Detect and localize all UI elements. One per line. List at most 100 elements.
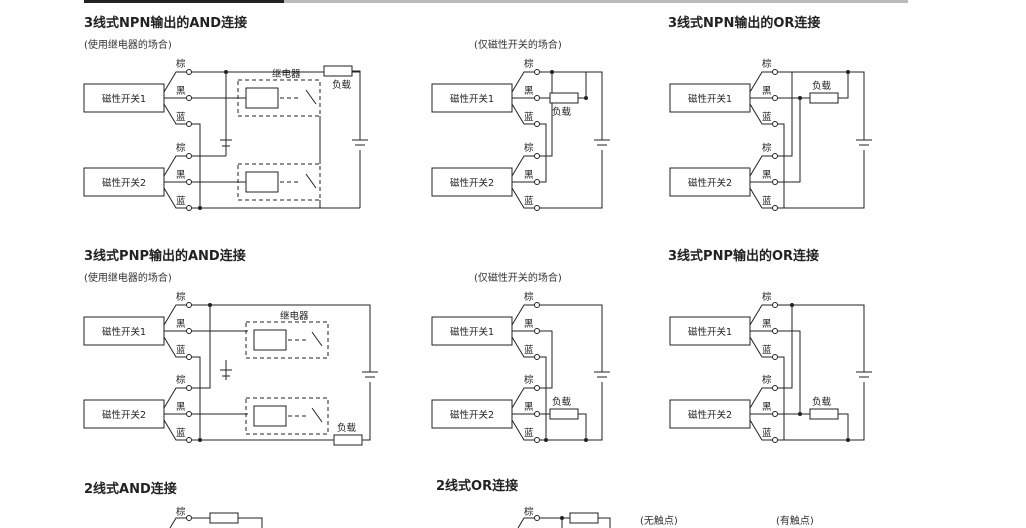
- title-pnp-or: 3线式PNP输出的OR连接: [668, 248, 819, 264]
- subtitle-pnp-only: (仅磁性开关的场合): [474, 271, 562, 284]
- switch1-label: 磁性开关1: [688, 326, 732, 338]
- switch1-label: 磁性开关1: [450, 93, 494, 105]
- load-resistor: [569, 512, 599, 524]
- load-resistor: [549, 92, 579, 104]
- switch1-label: 磁性开关1: [688, 93, 732, 105]
- wire-blue: 蓝: [524, 111, 534, 123]
- load-label: 负载: [332, 79, 352, 91]
- wire-brown: 棕: [762, 291, 772, 303]
- switch2-label: 磁性开关2: [450, 409, 494, 421]
- load-resistor: [549, 408, 579, 420]
- wire-blue: 蓝: [176, 344, 186, 356]
- wire-black: 黑: [176, 86, 186, 97]
- relay2: [245, 397, 329, 435]
- wire-black: 黑: [762, 319, 772, 330]
- switch1-box: [669, 316, 751, 346]
- wire-brown: 棕: [176, 58, 186, 70]
- switch2-box: [83, 167, 165, 197]
- diagram-two-wire-and-partial: 棕: [169, 506, 263, 528]
- wire-blue: 蓝: [176, 111, 186, 123]
- diagram-npn-and-switch: 磁性开关1 磁性开关2 棕 黑 蓝 棕 黑 蓝 负载: [431, 58, 610, 211]
- diagram-pnp-and-switch: 磁性开关1 磁性开关2 棕 黑 蓝 棕 黑 蓝 负载: [431, 291, 610, 443]
- diagram-two-wire-or-partial: 棕: [517, 506, 611, 528]
- title-pnp-and: 3线式PNP输出的AND连接: [84, 248, 246, 264]
- switch2-label: 磁性开关2: [102, 409, 146, 421]
- wire-brown: 棕: [762, 142, 772, 154]
- load-label: 负载: [812, 396, 832, 408]
- wire-blue: 蓝: [762, 111, 772, 123]
- switch2-label: 磁性开关2: [450, 177, 494, 189]
- wire-brown: 棕: [524, 58, 534, 70]
- wire-blue: 蓝: [762, 427, 772, 439]
- subtitle-pnp-and: (使用继电器的场合): [84, 271, 172, 284]
- switch2-box: [83, 399, 165, 429]
- wire-black: 黑: [176, 170, 186, 181]
- wire-black: 黑: [524, 402, 534, 413]
- wire-black: 黑: [762, 86, 772, 97]
- wire-black: 黑: [524, 86, 534, 97]
- top-bar: [84, 0, 908, 3]
- switch2-label: 磁性开关2: [102, 177, 146, 189]
- diagram-npn-or: 磁性开关1 磁性开关2 棕 黑 蓝 棕 黑 蓝 负载: [669, 58, 872, 211]
- wire-brown: 棕: [524, 374, 534, 386]
- relay1: [237, 79, 321, 117]
- switch1-label: 磁性开关1: [102, 326, 146, 338]
- wire-black: 黑: [524, 170, 534, 181]
- diagram-pnp-or: 磁性开关1 磁性开关2 棕 黑 蓝 棕 黑 蓝 负载: [669, 291, 872, 443]
- wire-brown: 棕: [762, 374, 772, 386]
- relay-label: 继电器: [272, 68, 301, 80]
- label-no-contact: (无触点): [640, 514, 678, 527]
- wire-black: 黑: [524, 319, 534, 330]
- wire-black: 黑: [176, 402, 186, 413]
- relay1-coil: [245, 87, 279, 109]
- wire-brown: 棕: [524, 142, 534, 154]
- relay2-coil: [245, 171, 279, 193]
- switch2-box: [431, 167, 513, 197]
- switch1-box: [431, 83, 513, 113]
- wire-blue: 蓝: [176, 195, 186, 207]
- wire-brown: 棕: [176, 142, 186, 154]
- title-npn-or: 3线式NPN输出的OR连接: [668, 15, 820, 31]
- wire-brown: 棕: [176, 374, 186, 386]
- wire-blue: 蓝: [524, 427, 534, 439]
- wire-black: 黑: [762, 170, 772, 181]
- relay-label: 继电器: [280, 310, 309, 322]
- switch1-box: [83, 83, 165, 113]
- wire-black: 黑: [176, 319, 186, 330]
- switch1-box: [83, 316, 165, 346]
- load-label: 负载: [552, 396, 572, 408]
- load-resistor: [809, 408, 839, 420]
- wire-brown: 棕: [176, 506, 186, 518]
- wire-brown: 棕: [524, 506, 534, 518]
- relay1-coil: [253, 329, 287, 351]
- switch1-box: [431, 316, 513, 346]
- wire-brown: 棕: [176, 291, 186, 303]
- title-npn-and: 3线式NPN输出的AND连接: [84, 15, 247, 31]
- title-two-or: 2线式OR连接: [436, 478, 518, 494]
- relay1: [245, 321, 329, 359]
- subtitle-npn-only: (仅磁性开关的场合): [474, 38, 562, 51]
- load-resistor: [209, 512, 239, 524]
- wire-blue: 蓝: [762, 344, 772, 356]
- load-label: 负载: [812, 80, 832, 92]
- relay2: [237, 163, 321, 201]
- switch1-label: 磁性开关1: [450, 326, 494, 338]
- wire-black: 黑: [762, 402, 772, 413]
- diagram-pnp-and-relay: 磁性开关1 磁性开关2 棕 黑 蓝 棕 黑 蓝 继电器 负载: [83, 291, 378, 446]
- switch1-label: 磁性开关1: [102, 93, 146, 105]
- relay2-coil: [253, 405, 287, 427]
- title-two-and: 2线式AND连接: [84, 481, 177, 497]
- load-label: 负载: [552, 106, 572, 118]
- wire-blue: 蓝: [762, 195, 772, 207]
- diagram-npn-and-relay: 磁性开关1 磁性开关2 棕 黑 蓝 棕 黑 蓝 继电器 负载: [83, 58, 368, 211]
- wire-brown: 棕: [524, 291, 534, 303]
- load-resistor: [323, 65, 353, 77]
- top-bar-accent: [84, 0, 284, 3]
- switch2-label: 磁性开关2: [688, 177, 732, 189]
- load-resistor: [809, 92, 839, 104]
- switch2-label: 磁性开关2: [688, 409, 732, 421]
- wire-brown: 棕: [762, 58, 772, 70]
- wire-blue: 蓝: [176, 427, 186, 439]
- switch2-box: [669, 399, 751, 429]
